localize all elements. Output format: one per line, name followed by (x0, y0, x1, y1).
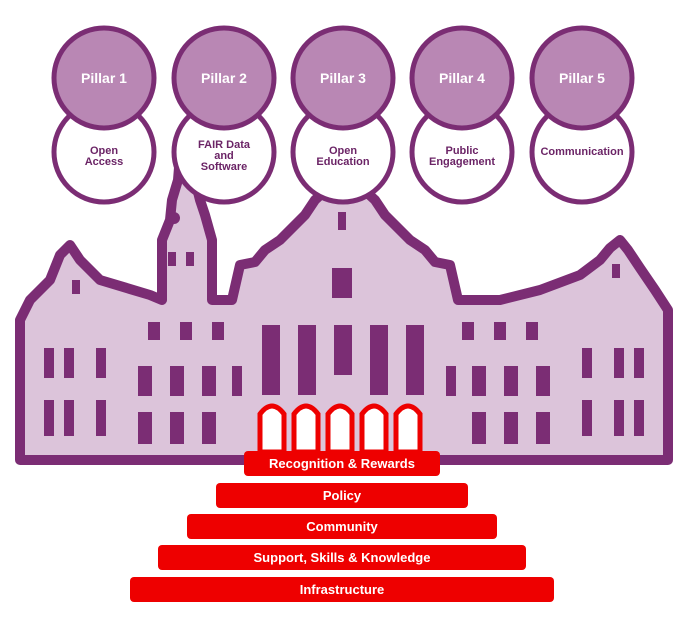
step-bar (216, 483, 468, 508)
step-bar (158, 545, 526, 570)
pillar-top-circle (529, 25, 635, 131)
step-label: Policy (323, 488, 362, 503)
step-2: Policy (216, 483, 468, 508)
step-5: Infrastructure (130, 577, 554, 602)
pillar-description-line: Public (445, 145, 478, 157)
step-label: Infrastructure (300, 582, 385, 597)
step-label: Community (306, 519, 378, 534)
step-bar (130, 577, 554, 602)
pillar-title: Pillar 2 (201, 70, 247, 86)
pillar-description-line: Open (90, 145, 118, 157)
pillar-top-circle (290, 25, 396, 131)
step-1: Recognition & Rewards (244, 451, 440, 476)
pillar-description-line: Engagement (429, 156, 495, 168)
pillar-top-circle (51, 25, 157, 131)
step-3: Community (187, 514, 497, 539)
pillar-title: Pillar 1 (81, 70, 127, 86)
pillar-description-line: Software (201, 161, 247, 173)
pillar-description-line: Education (316, 156, 369, 168)
building (15, 135, 673, 465)
pillar-description-line: Open (329, 145, 357, 157)
pillar-top-circle (171, 25, 277, 131)
step-bar (187, 514, 497, 539)
pillar-5: Pillar 5 Communication (529, 25, 635, 205)
step-bar (244, 451, 440, 476)
step-label: Support, Skills & Knowledge (254, 550, 431, 565)
pillar-description-line: Communication (540, 146, 623, 158)
pillar-title: Pillar 5 (559, 70, 605, 86)
pillar-title: Pillar 3 (320, 70, 366, 86)
step-4: Support, Skills & Knowledge (158, 545, 526, 570)
pillar-description-line: FAIR Data (198, 139, 251, 151)
pillar-description-line: Access (85, 156, 124, 168)
step-label: Recognition & Rewards (269, 456, 415, 471)
pillar-description-line: and (214, 150, 234, 162)
pillar-top-circle (409, 25, 515, 131)
foundation-steps: Recognition & RewardsPolicyCommunitySupp… (130, 451, 554, 602)
pillar-title: Pillar 4 (439, 70, 485, 86)
entrance-arches (257, 403, 423, 455)
